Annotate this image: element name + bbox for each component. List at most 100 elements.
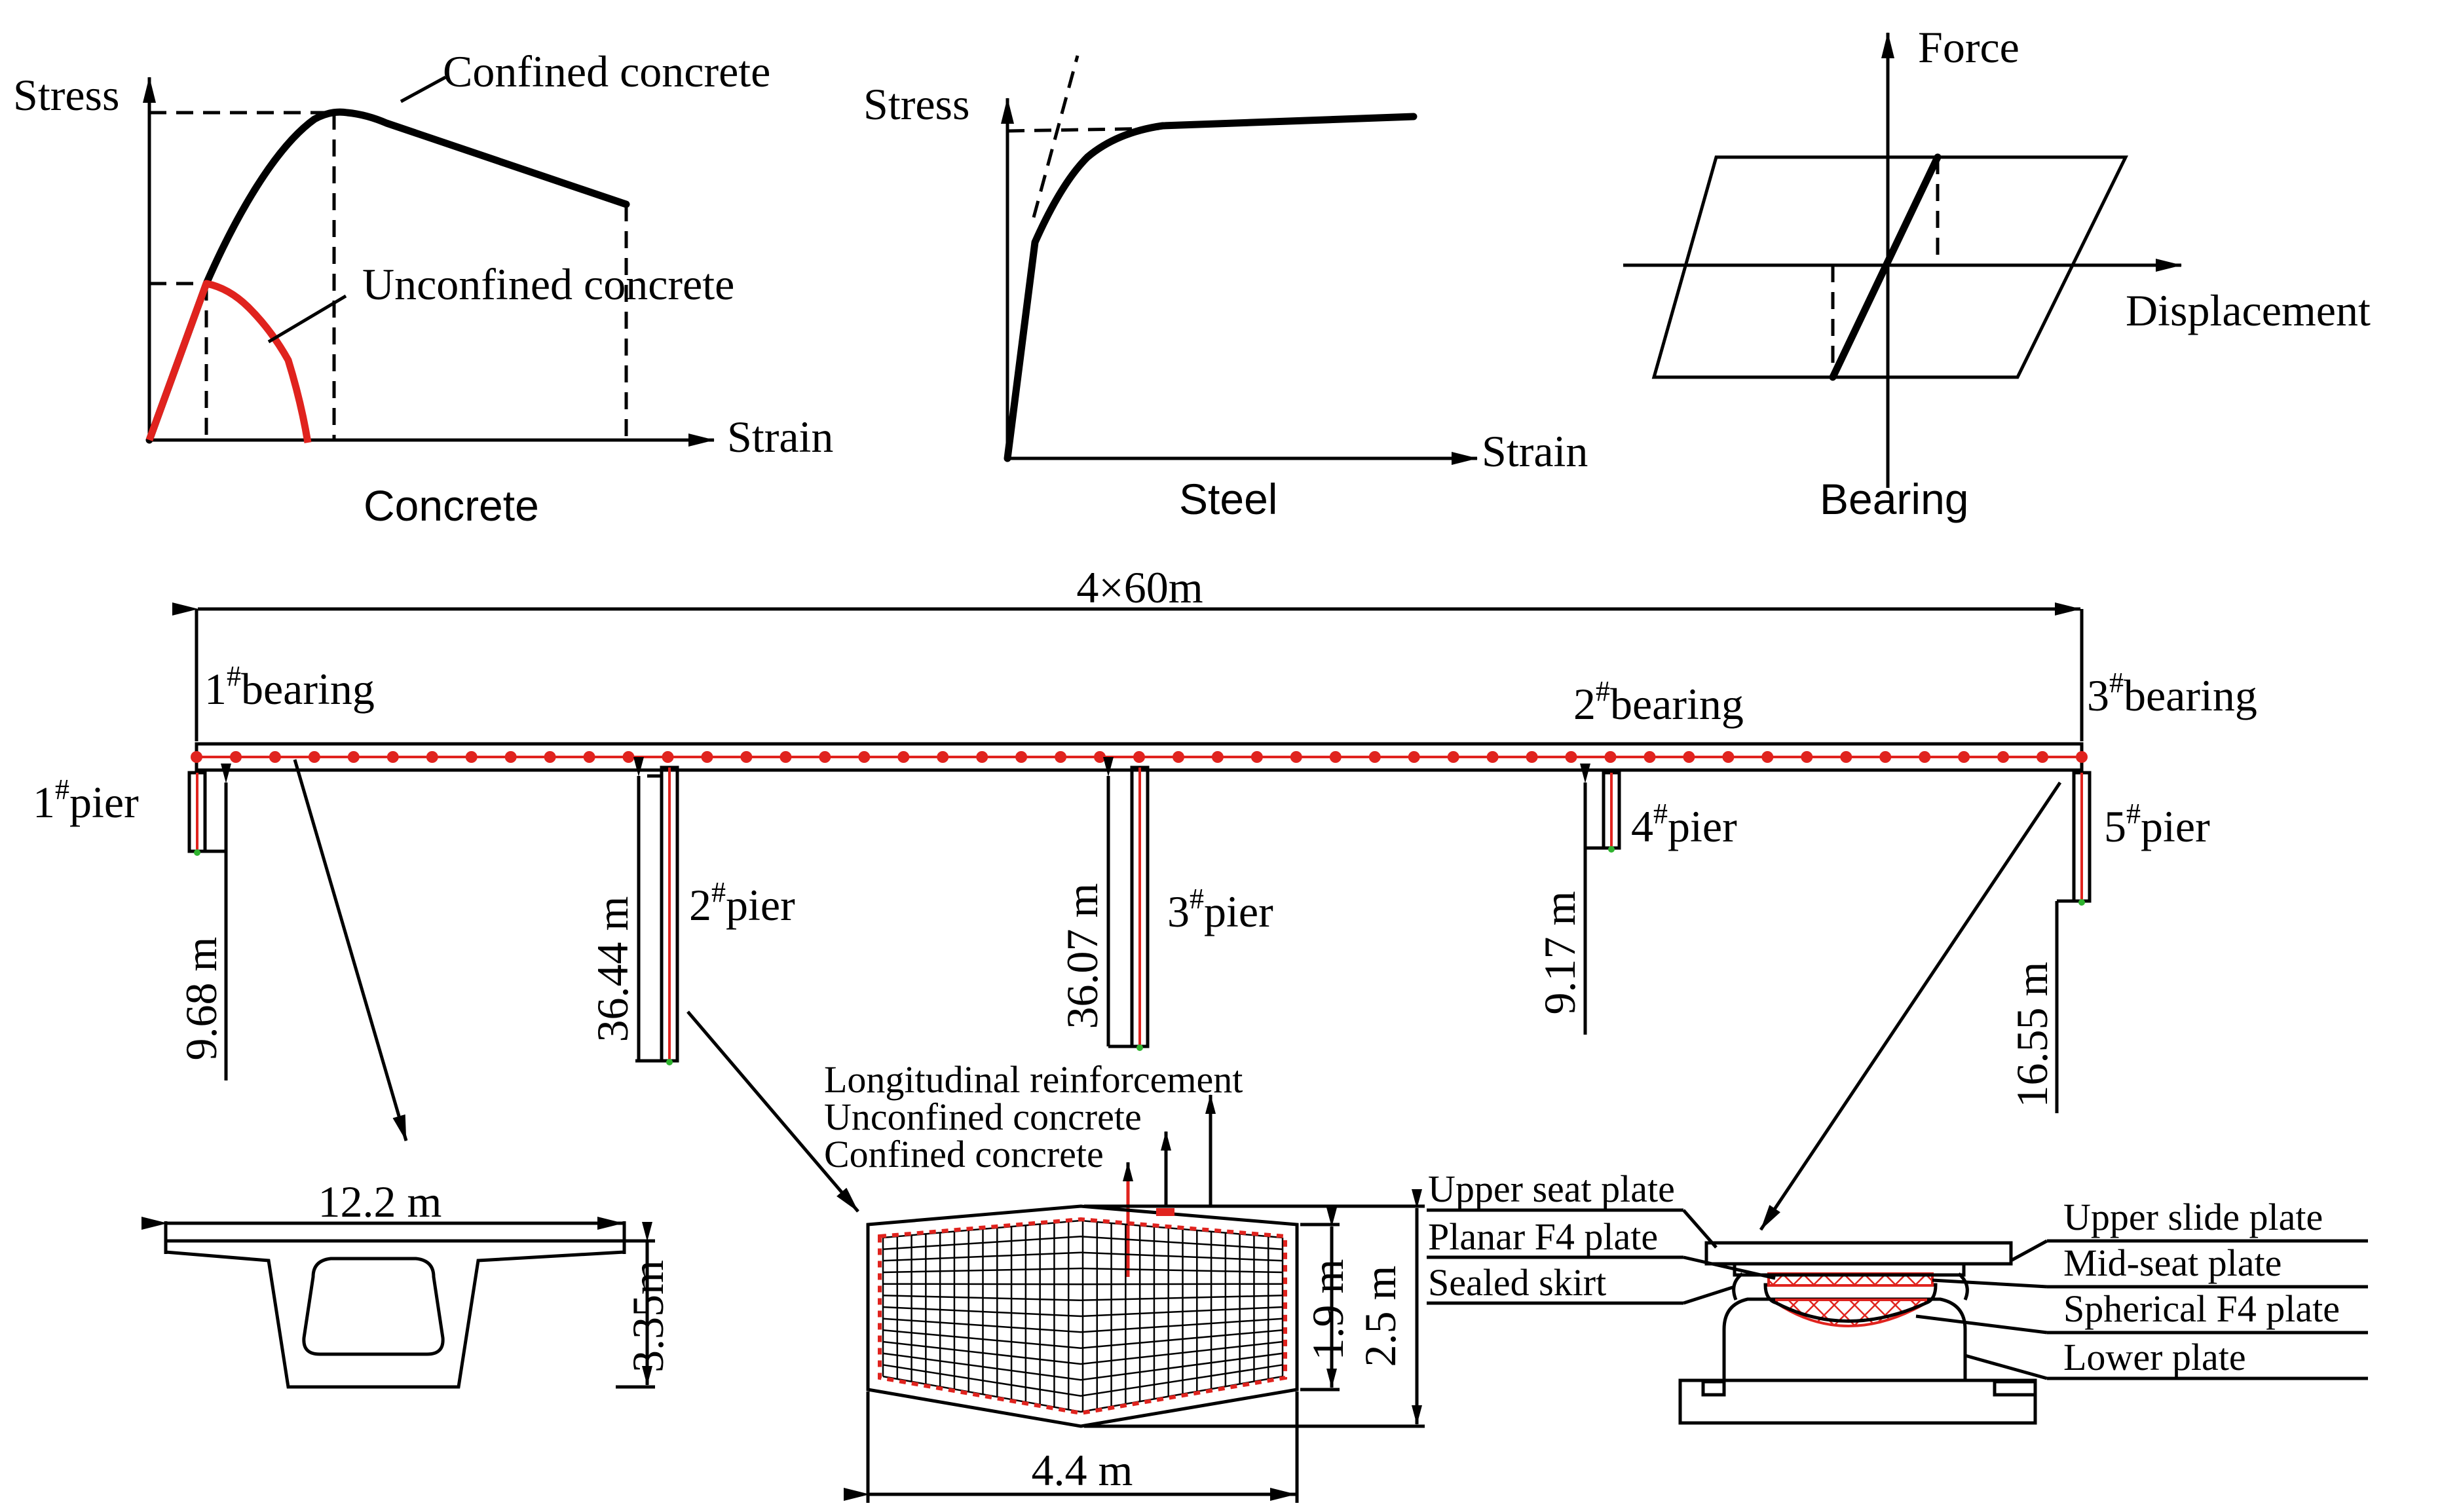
- deck-node: [426, 751, 438, 763]
- deck-node: [1801, 751, 1813, 763]
- deck-node: [1644, 751, 1656, 763]
- deck-node: [1055, 751, 1067, 763]
- concrete-law-panel: Stress Strain Confined concrete Unconfin…: [13, 46, 833, 530]
- pier-inner-height-label: 1.9 m: [1303, 1259, 1353, 1361]
- deck-node: [858, 751, 871, 763]
- sealed-skirt: [1732, 1272, 1744, 1300]
- bearing-3-label: 3#bearing: [2087, 667, 2257, 720]
- bearing-x-label: Displacement: [2126, 286, 2371, 335]
- sealed-skirt-label: Sealed skirt: [1428, 1261, 1606, 1304]
- deck-node: [347, 751, 360, 763]
- confined-concrete-label: Confined concrete: [443, 46, 770, 96]
- mesh-line: [882, 1340, 1283, 1365]
- deck-node: [1368, 751, 1381, 763]
- deck-node: [1290, 751, 1302, 763]
- bearing-detail: Upper seat plate Planar F4 plate Sealed …: [1427, 1168, 2368, 1425]
- deck-node: [308, 751, 320, 763]
- deck-node: [897, 751, 910, 763]
- deck-node: [269, 751, 281, 763]
- confined-concrete-section-label: Confined concrete: [824, 1133, 1104, 1175]
- lower-plate-base: [1678, 1378, 2037, 1425]
- lower-plate-label: Lower plate: [2063, 1336, 2246, 1378]
- deck-node: [2037, 751, 2048, 763]
- pier-section-callout-arrow: [686, 1010, 859, 1213]
- girder-height-label: 3.35m: [623, 1260, 673, 1373]
- mid-seat-plate-label: Mid-seat plate: [2063, 1242, 2282, 1284]
- deck-node: [1958, 751, 1970, 763]
- upper-slide-plate-label: Upper slide plate: [2063, 1196, 2323, 1238]
- mesh-line: [882, 1352, 1283, 1381]
- deck-node: [230, 751, 242, 763]
- deck-node: [465, 751, 478, 763]
- girder-outline: [164, 1239, 626, 1389]
- deck-node: [1604, 751, 1617, 763]
- deck-node: [1447, 751, 1459, 763]
- upper-seat-plate-label: Upper seat plate: [1428, 1168, 1675, 1210]
- bearing-hysteresis-loop: [1651, 155, 2129, 379]
- mesh-line: [882, 1364, 1283, 1397]
- steel-title: Steel: [1179, 475, 1277, 523]
- deck-node: [1486, 751, 1499, 763]
- deck-node: [583, 751, 595, 763]
- bridge-elevation: 4×60m: [33, 562, 2257, 1231]
- pier-section-outline: [866, 1204, 1299, 1428]
- unconfined-concrete-label: Unconfined concrete: [362, 259, 734, 309]
- deck-node: [1722, 751, 1735, 763]
- deck-node: [544, 751, 556, 763]
- pier-4-height: 9.17 m: [1535, 891, 1585, 1015]
- girder-section: 12.2 m 3.35m: [141, 1177, 673, 1389]
- deck-node: [2076, 751, 2088, 763]
- deck-node: [1879, 751, 1892, 763]
- mesh-line: [882, 1236, 1283, 1250]
- deck-node: [622, 751, 635, 763]
- mid-seat-plate: [1763, 1283, 1938, 1323]
- deck-node: [191, 751, 202, 763]
- steel-elastic-guide: [1032, 55, 1080, 218]
- pier-3-label: 3#pier: [1167, 883, 1273, 936]
- deck-node: [1250, 751, 1263, 763]
- steel-law-panel: Stress Strain Steel: [863, 55, 1588, 523]
- deck-node: [1565, 751, 1577, 763]
- steel-curve: [1004, 113, 1418, 462]
- bearing-elastic-branch: [1829, 153, 1942, 381]
- planar-f4-plate-label: Planar F4 plate: [1428, 1215, 1658, 1258]
- pier-1: [187, 764, 231, 1080]
- pier-4: [1580, 764, 1621, 1035]
- deck-node: [1840, 751, 1852, 763]
- bearing-2-label: 2#bearing: [1573, 675, 1744, 729]
- bearing-y-label: Force: [1918, 22, 2019, 72]
- reinforcement-marker: [1156, 1208, 1174, 1216]
- spherical-f4-plate-label: Spherical F4 plate: [2063, 1287, 2340, 1330]
- mesh-line: [882, 1267, 1283, 1274]
- deck-node: [1329, 751, 1342, 763]
- deck-node: [976, 751, 988, 763]
- bearing-law-panel: Force Displacement Bearing: [1623, 22, 2371, 523]
- confined-concrete-curve: [145, 108, 630, 444]
- pier-2: [633, 757, 679, 1065]
- deck-node: [740, 751, 753, 763]
- pier-3: [1103, 757, 1150, 1051]
- mesh-line: [882, 1295, 1283, 1301]
- deck-node: [701, 751, 713, 763]
- deck-node: [1408, 751, 1420, 763]
- mesh-line: [882, 1251, 1283, 1262]
- deck-node: [819, 751, 831, 763]
- girder-cell: [302, 1257, 445, 1356]
- deck-node: [937, 751, 949, 763]
- concrete-y-label: Stress: [13, 70, 119, 120]
- deck-node: [1526, 751, 1538, 763]
- deck-node: [1761, 751, 1774, 763]
- mesh-line: [882, 1318, 1283, 1333]
- pier-2-height: 36.44 m: [588, 896, 637, 1042]
- deck-node: [1683, 751, 1695, 763]
- pier-width-label: 4.4 m: [1032, 1445, 1133, 1495]
- deck-node: [662, 751, 674, 763]
- pier-5-label: 5#pier: [2104, 798, 2210, 851]
- concrete-x-label: Strain: [727, 412, 833, 462]
- pier-section-mesh: [882, 1219, 1284, 1413]
- pier-outer-height-label: 2.5 m: [1355, 1266, 1405, 1367]
- steel-x-label: Strain: [1482, 426, 1588, 476]
- confined-leader: [400, 75, 447, 103]
- pier-section: Longitudinal reinforcement Unconfined co…: [824, 1058, 1425, 1503]
